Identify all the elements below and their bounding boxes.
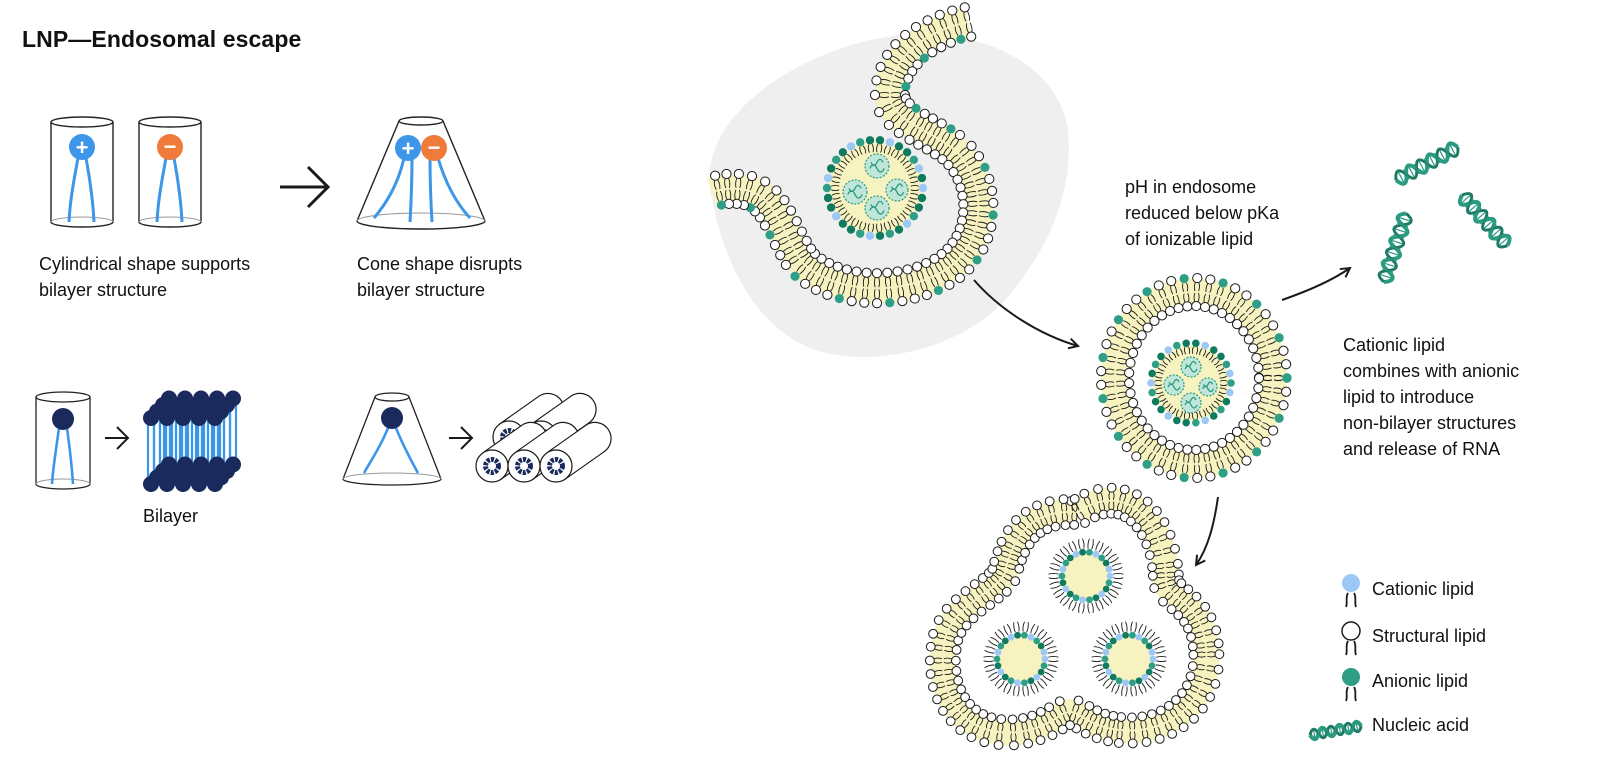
non-bilayer-structure: [924, 482, 1225, 751]
page-title: LNP—Endosomal escape: [22, 26, 302, 52]
ph-note-line3: of ionizable lipid: [1125, 229, 1254, 249]
cone-caption-line2: bilayer structure: [357, 280, 486, 300]
single-cylinder-lipid: [35, 391, 91, 490]
bilayer-label: Bilayer: [143, 506, 199, 526]
minus-charge-icon: [421, 135, 447, 161]
arrow-icon: [105, 426, 130, 450]
minus-symbol: −: [164, 134, 177, 159]
release-note-line3: lipid to introduce: [1343, 387, 1475, 407]
bilayer-block-icon: [143, 390, 241, 492]
cylinder-caption-line1: Cylindrical shape supports: [39, 254, 251, 274]
minus-charge-icon: [157, 134, 183, 160]
plus-symbol: +: [76, 135, 89, 160]
release-note: Cationic lipid combines with anionic lip…: [1343, 332, 1519, 462]
cylinder-plus: +: [50, 116, 114, 228]
ph-note-line1: pH in endosome: [1125, 177, 1257, 197]
lnp-particle: [822, 136, 928, 240]
ph-note-line2: reduced below pKa: [1125, 203, 1280, 223]
transition-arrow-icon: [280, 165, 331, 209]
cationic-lipid-icon: [1342, 574, 1360, 608]
ph-note: pH in endosome reduced below pKa of ioni…: [1125, 174, 1279, 252]
plus-charge-icon: [69, 134, 95, 160]
arrow-icon: [449, 426, 474, 450]
released-rna: [1377, 141, 1512, 284]
legend-label-cationic: Cationic lipid: [1372, 579, 1475, 599]
hexagonal-tubes-icon: [475, 392, 612, 483]
ionized-vesicle: [1096, 272, 1292, 484]
cylinder-caption: Cylindrical shape supports bilayer struc…: [39, 251, 250, 303]
legend-label-nucleic: Nucleic acid: [1372, 715, 1470, 735]
structural-lipid-icon: [1341, 621, 1361, 656]
release-note-line2: combines with anionic: [1343, 361, 1520, 381]
legend-label-structural: Structural lipid: [1372, 626, 1487, 646]
legend-label-anionic: Anionic lipid: [1372, 671, 1469, 691]
process-arrow-icon: [973, 279, 1078, 346]
release-note-line5: and release of RNA: [1343, 439, 1501, 459]
endosome-membrane: [707, 2, 999, 309]
cylinder-caption-line2: bilayer structure: [39, 280, 168, 300]
fusion-arrow-icon: [1196, 496, 1219, 565]
release-arrow-icon: [1281, 268, 1350, 301]
plus-charge-icon: [395, 135, 421, 161]
cone-caption: Cone shape disrupts bilayer structure: [357, 251, 522, 303]
cylinder-minus: −: [138, 116, 202, 228]
cone-charged: + −: [356, 116, 486, 230]
nucleic-acid-icon: [1308, 719, 1363, 742]
cone-caption-line1: Cone shape disrupts: [357, 254, 523, 274]
release-note-line1: Cationic lipid: [1343, 335, 1446, 355]
release-note-line4: non-bilayer structures: [1343, 413, 1517, 433]
anionic-lipid-icon: [1342, 668, 1360, 702]
single-cone-lipid: [342, 392, 442, 486]
plus-symbol: +: [402, 136, 415, 161]
minus-symbol: −: [428, 135, 441, 160]
